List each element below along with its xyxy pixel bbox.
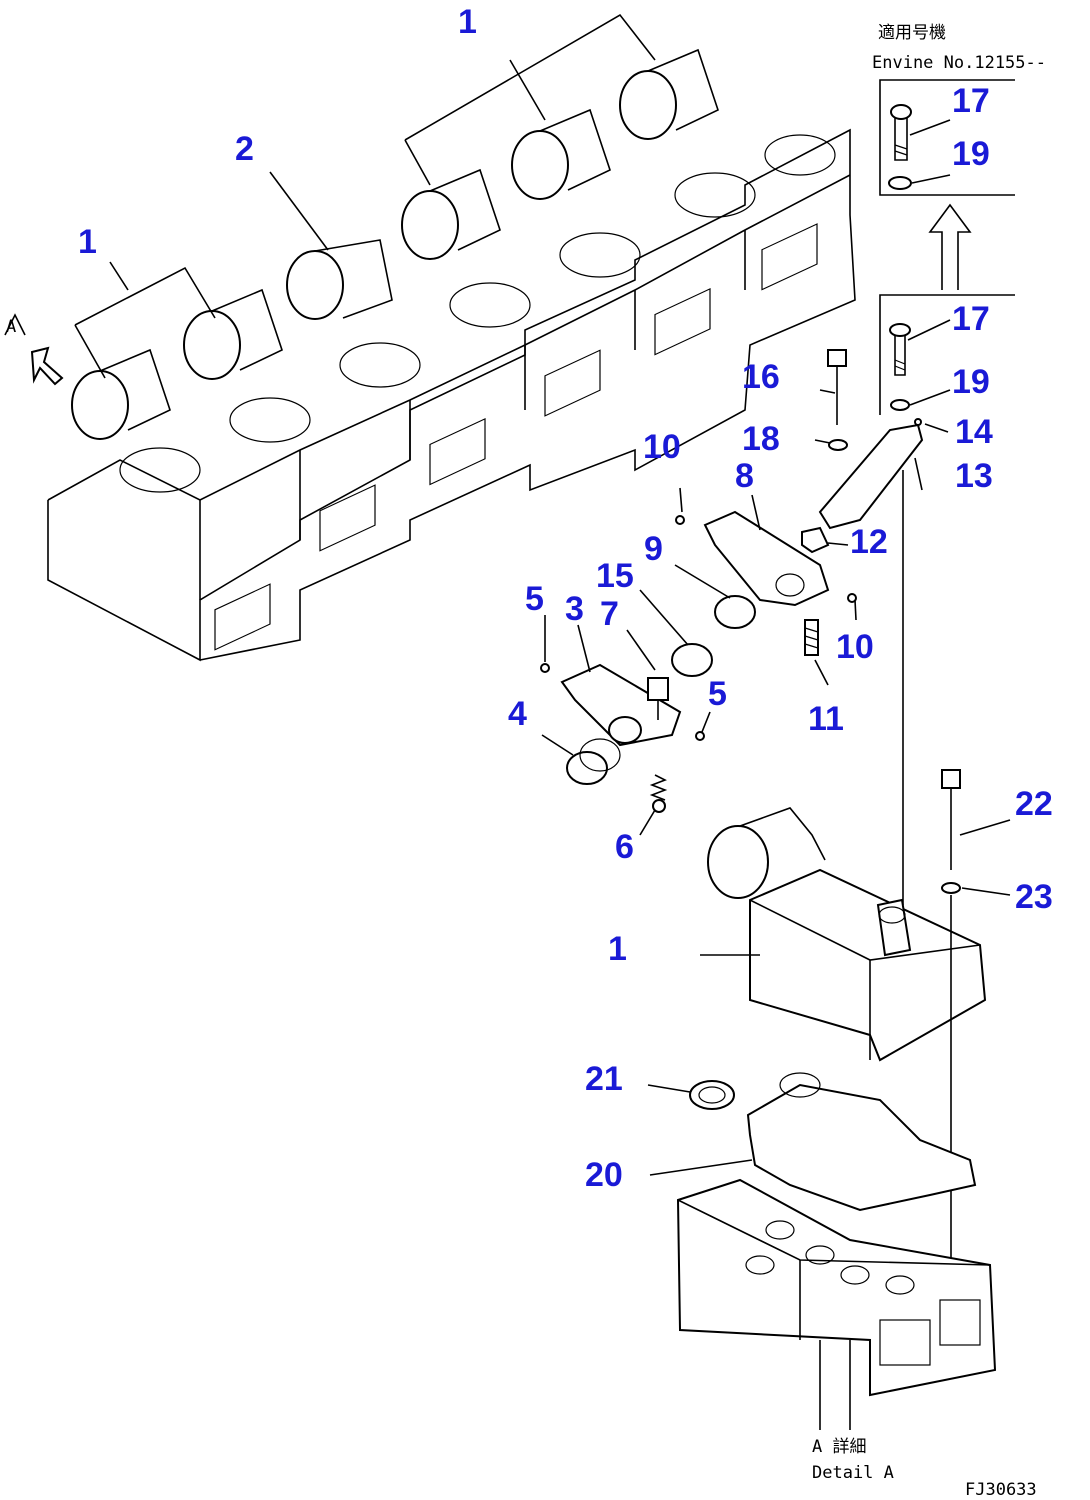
callout-6: 6 [615, 828, 634, 866]
callout-19: 19 [952, 135, 990, 173]
callout-5: 5 [525, 580, 544, 618]
engine-number-label: Envine No.12155-- [872, 53, 1046, 73]
callout-20: 20 [585, 1156, 623, 1194]
callout-1: 1 [78, 223, 97, 261]
detail-label-en: Detail A [812, 1463, 894, 1483]
leader-lines [4, 13, 656, 386]
callout-14: 14 [955, 413, 993, 451]
callout-17: 17 [952, 82, 990, 120]
callout-2: 2 [235, 130, 254, 168]
callout-10: 10 [836, 628, 874, 666]
callout-1: 1 [458, 3, 477, 41]
callout-9: 9 [644, 530, 663, 568]
callout-22: 22 [1015, 785, 1053, 823]
callout-10: 10 [643, 428, 681, 466]
callout-3: 3 [565, 590, 584, 628]
callout-21: 21 [585, 1060, 623, 1098]
view-arrow-icon [30, 346, 64, 386]
rocker-assembly [540, 319, 951, 836]
drawing-code: FJ30633 [965, 1480, 1037, 1500]
callout-1: 1 [608, 930, 627, 968]
callout-5: 5 [708, 675, 727, 713]
callout-18: 18 [742, 420, 780, 458]
callout-17: 17 [952, 300, 990, 338]
callout-numbers: 1 1 1 2 3 4 5 5 6 7 8 9 10 10 11 12 13 1… [78, 3, 1053, 1194]
callout-13: 13 [955, 457, 993, 495]
detail-head [647, 470, 1011, 1430]
callout-11: 11 [808, 700, 844, 738]
callout-19: 19 [952, 363, 990, 401]
callout-8: 8 [735, 457, 754, 495]
callout-7: 7 [600, 595, 619, 633]
detail-label-jp: A 詳細 [812, 1437, 866, 1457]
cylinder-head-row [47, 48, 856, 662]
callout-12: 12 [850, 523, 888, 561]
callout-23: 23 [1015, 878, 1053, 916]
notes: 適用号機 Envine No.12155-- A A 詳細 Detail A F… [6, 23, 1046, 1500]
view-marker-label: A [6, 317, 16, 337]
callout-15: 15 [596, 557, 634, 595]
applicable-serial-label-jp: 適用号機 [878, 23, 946, 43]
callout-16: 16 [742, 358, 780, 396]
callout-4: 4 [508, 695, 527, 733]
inset-box [879, 79, 1015, 415]
